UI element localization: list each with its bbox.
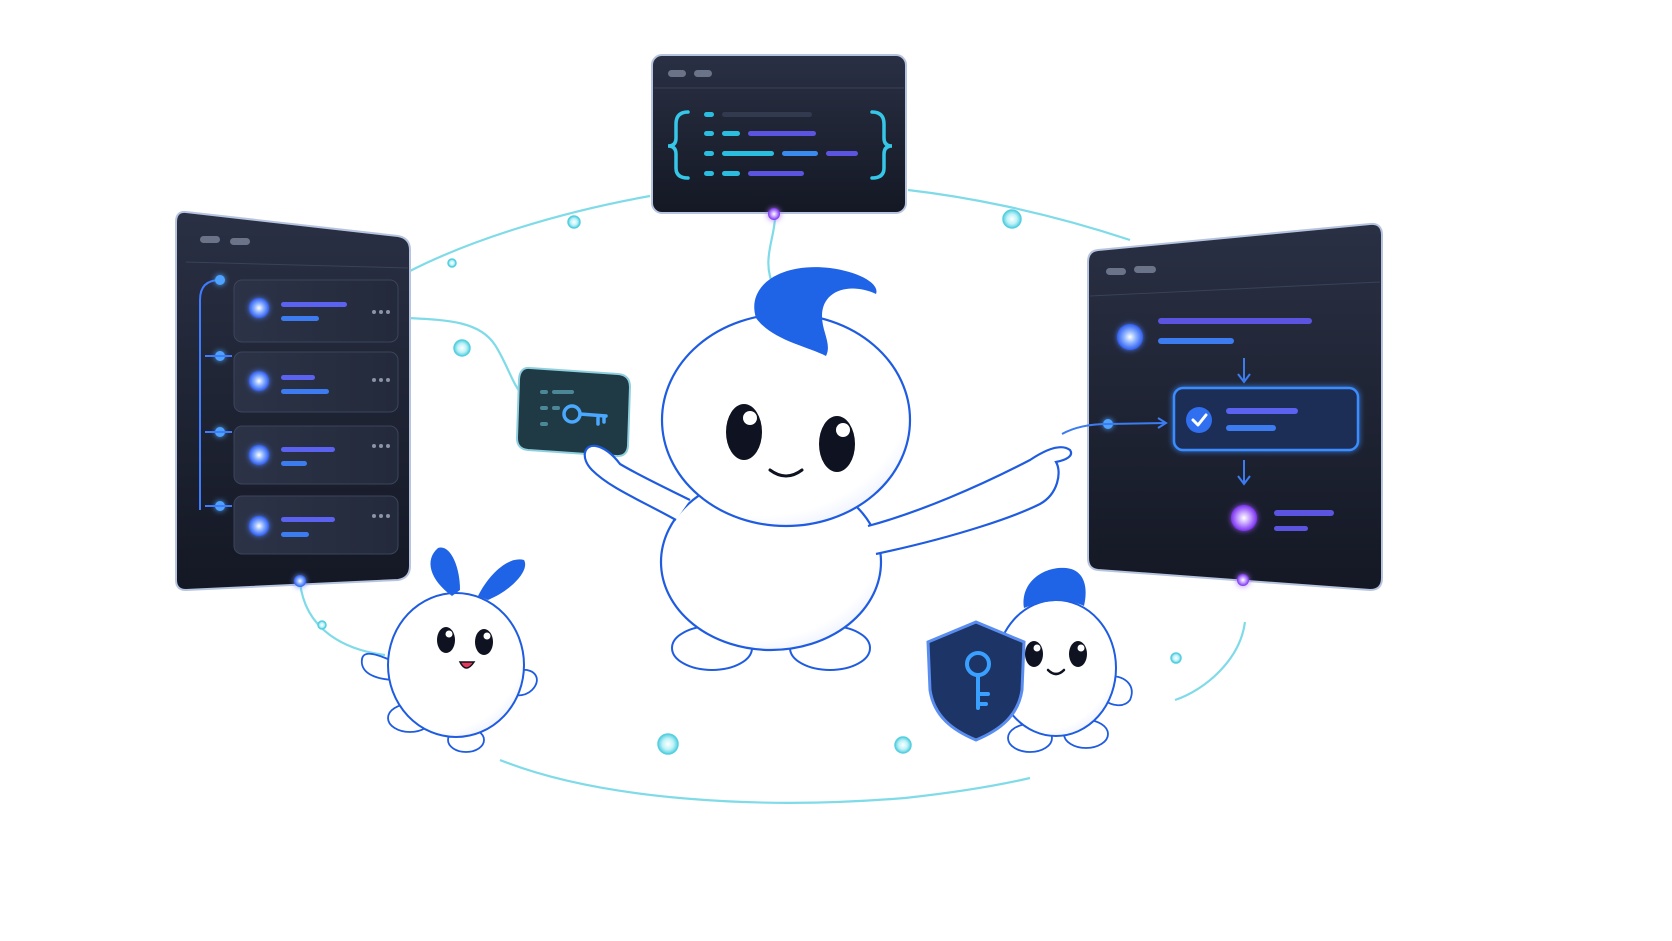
more-dots-icon [372,310,390,314]
check-icon [1191,413,1208,427]
small-mascot-left [360,547,538,753]
code-panel [651,54,907,220]
left-panel [175,210,411,592]
flow-step-3 [1231,505,1334,531]
flow-panel [1061,222,1383,592]
small-mascot-right [995,567,1133,753]
more-dots-icon [372,514,390,518]
more-dots-icon [372,444,390,448]
list-item [233,279,399,343]
arrow-down-icon [1237,358,1251,384]
more-dots-icon [372,378,390,382]
list-item [233,495,399,555]
flow-step-2 [1172,386,1360,452]
flow-step-1 [1117,318,1312,350]
network-lines [298,188,1247,804]
window-dots [200,236,250,245]
json-brace-icon [667,110,893,180]
list-item [233,425,399,485]
network-nodes [317,209,1182,755]
key-icon [562,404,608,426]
main-mascot [583,267,1073,671]
key-card [515,366,632,458]
arrow-down-icon [1237,460,1251,486]
code-lines [704,112,858,176]
tree-nodes [205,275,232,511]
shield-key-icon [926,620,1026,742]
list-item [233,351,399,413]
